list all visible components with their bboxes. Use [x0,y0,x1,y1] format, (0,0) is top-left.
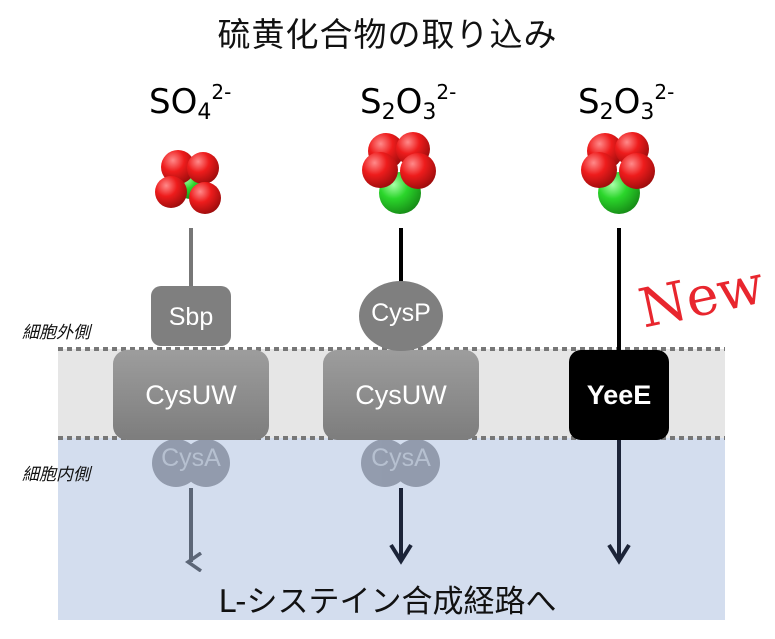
cysuw-label-2: CysUW [355,380,447,410]
cysa-label-1: CysA [161,444,221,472]
sbp-protein [151,286,231,346]
intracellular-label: 細胞内側 [22,465,90,485]
cysa-protein-1 [152,439,230,487]
arrow-yeee-head [607,543,631,565]
ion-label-sulfate: SO42- [149,80,232,125]
diagram-title: 硫黄化合物の取り込み [217,15,558,54]
yeee-protein [569,350,669,440]
thiosulfate-molecule-icon-2 [581,132,655,214]
sulfate-molecule-icon [155,150,221,214]
extracellular-label: 細胞外側 [22,323,90,343]
yeee-label: YeeE [587,380,652,410]
cysp-protein [359,281,443,351]
arrow-cysa-2-head [389,543,413,565]
cysa-label-2: CysA [371,444,431,472]
cysuw-label-1: CysUW [145,380,237,410]
cysuw-protein-1 [113,350,269,440]
sbp-label: Sbp [169,303,213,331]
cysuw-protein-2 [323,350,479,440]
cysa-protein-2 [361,439,440,487]
thiosulfate-molecule-icon [362,132,436,214]
pathway-label: L-システイン合成経路へ [218,584,557,620]
cysp-label: CysP [371,299,431,327]
ion-label-thiosulfate-1: S2O32- [360,80,457,125]
ion-label-thiosulfate-2: S2O32- [578,80,675,125]
